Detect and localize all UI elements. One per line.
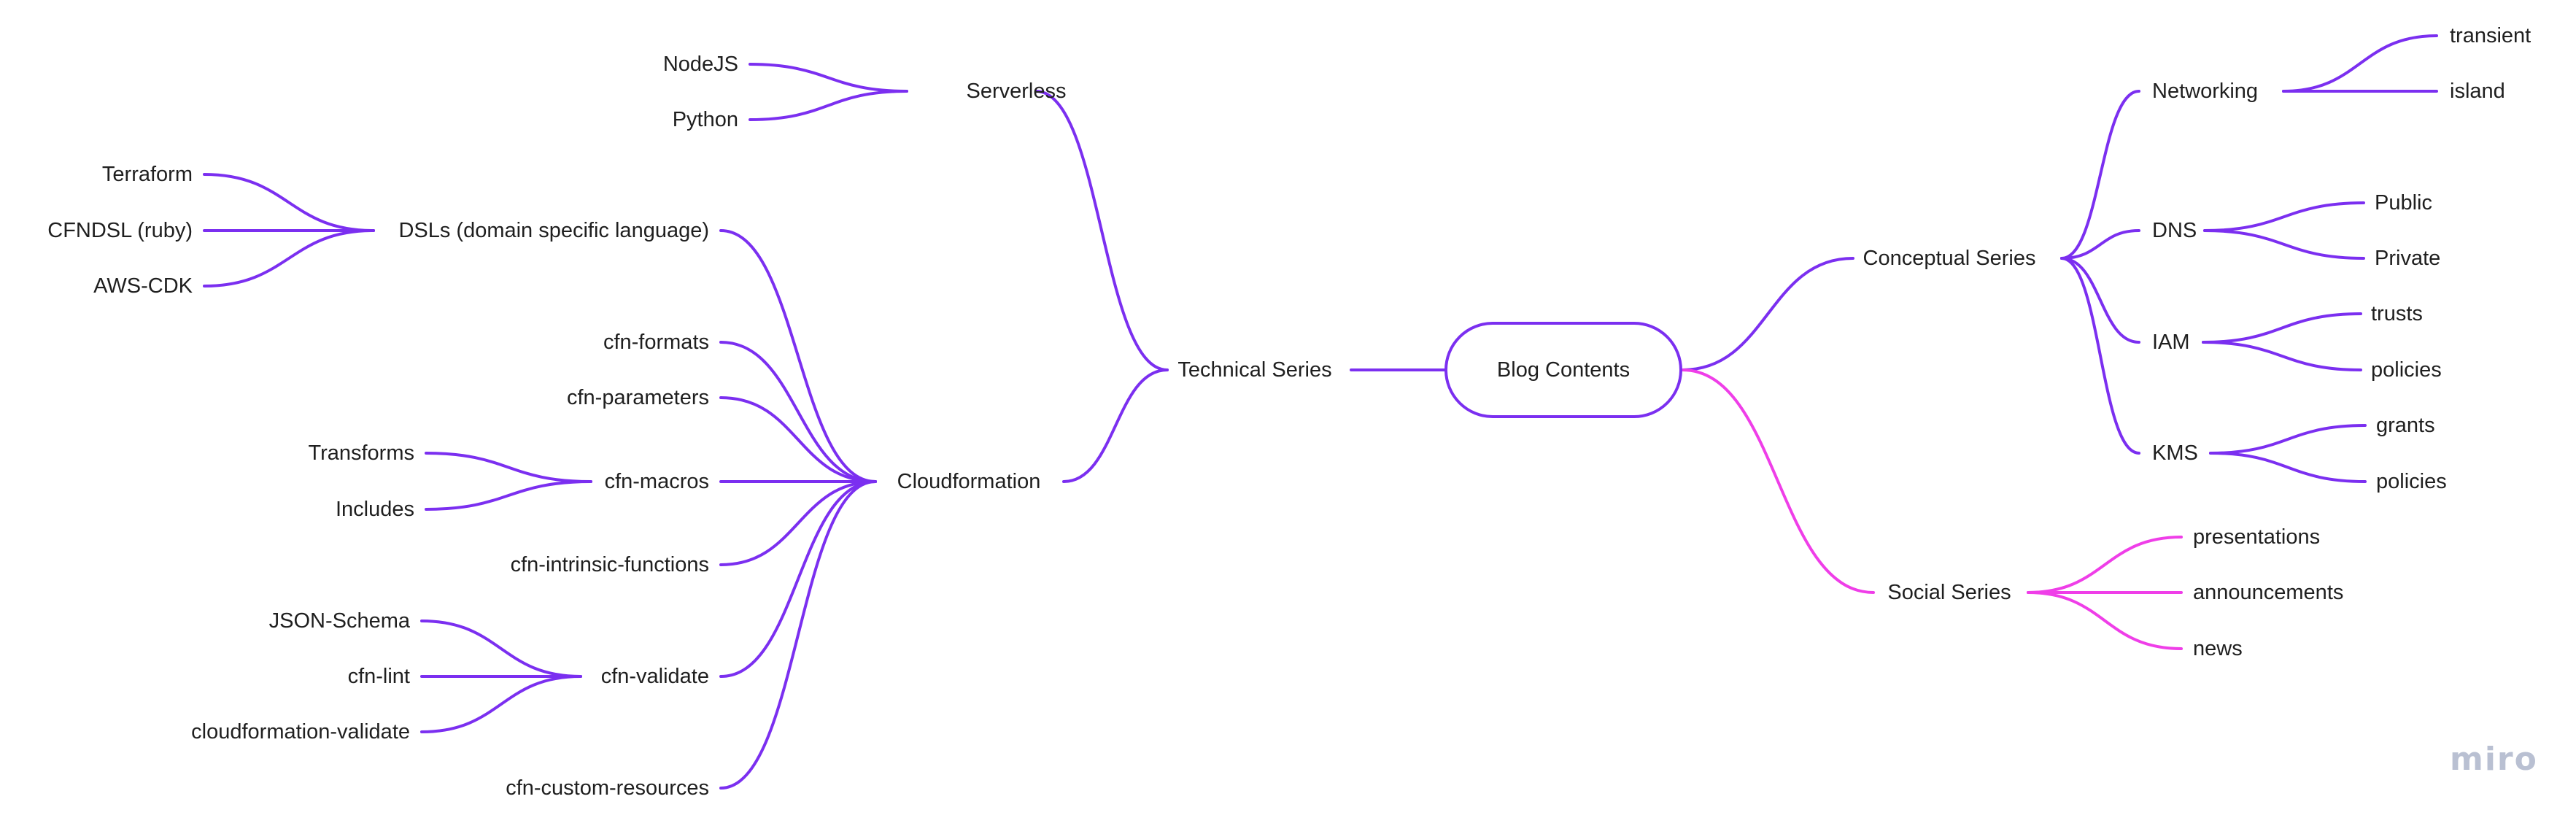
edge-kms-grants	[2209, 424, 2367, 455]
node-grants[interactable]: grants	[2376, 414, 2435, 437]
edge-serverless-python	[749, 90, 908, 121]
edge-social-news	[2027, 591, 2183, 650]
edge-conceptual-networking	[2060, 90, 2140, 260]
node-cfn-parameters[interactable]: cfn-parameters	[566, 386, 709, 409]
edge-dsls-awscdk	[203, 229, 375, 287]
node-cfn-custom-resources[interactable]: cfn-custom-resources	[506, 776, 709, 800]
node-cloudformation[interactable]: Cloudformation	[897, 470, 1041, 493]
edge-technical-serverless	[1034, 90, 1169, 371]
node-news[interactable]: news	[2193, 637, 2243, 660]
node-serverless[interactable]: Serverless	[966, 80, 1067, 103]
node-announcements[interactable]: announcements	[2193, 581, 2344, 604]
edge-conceptual-iam	[2060, 257, 2140, 344]
edge-cfn-parameters	[719, 396, 877, 483]
node-transient[interactable]: transient	[2450, 24, 2531, 47]
edge-validate-cfvalidate	[420, 675, 582, 733]
edge-root-conceptual	[1681, 257, 1854, 371]
edge-dsls-terraform	[203, 173, 375, 232]
node-social-series[interactable]: Social Series	[1887, 581, 2011, 604]
edge-technical-cloudformation	[1062, 368, 1169, 483]
node-networking[interactable]: Networking	[2152, 80, 2259, 103]
node-dns[interactable]: DNS	[2152, 219, 2197, 242]
node-public[interactable]: Public	[2375, 191, 2432, 215]
node-nodejs[interactable]: NodeJS	[662, 53, 738, 76]
edge-serverless-nodejs	[749, 63, 908, 93]
node-private[interactable]: Private	[2375, 247, 2441, 270]
edge-social-presentations	[2027, 536, 2183, 594]
node-iam-policies[interactable]: policies	[2371, 358, 2442, 382]
node-terraform[interactable]: Terraform	[101, 163, 193, 186]
node-cfn-macros[interactable]: cfn-macros	[604, 470, 709, 493]
edge-validate-jsonschema	[420, 620, 582, 678]
edge-kms-policies	[2209, 452, 2367, 483]
node-transforms[interactable]: Transforms	[308, 441, 414, 465]
node-cfn-validate[interactable]: cfn-validate	[600, 665, 709, 688]
edge-cfn-formats	[719, 341, 877, 483]
node-cfn-intrinsic-functions[interactable]: cfn-intrinsic-functions	[510, 553, 709, 576]
node-cfn-formats[interactable]: cfn-formats	[603, 331, 709, 354]
node-kms-policies[interactable]: policies	[2376, 470, 2447, 493]
node-conceptual-series[interactable]: Conceptual Series	[1863, 247, 2036, 270]
edge-cfn-custom	[719, 480, 877, 790]
edge-dns-private	[2203, 229, 2365, 260]
node-cloudformation-validate[interactable]: cloudformation-validate	[191, 720, 410, 744]
edge-root-social	[1681, 368, 1875, 594]
edge-iam-trusts	[2202, 312, 2362, 344]
node-aws-cdk[interactable]: AWS-CDK	[93, 274, 193, 298]
root-node[interactable]	[1444, 322, 1682, 418]
miro-logo: miro	[2450, 741, 2538, 778]
edge-dns-public	[2203, 201, 2365, 232]
edge-macros-includes	[425, 480, 592, 511]
edge-conceptual-kms	[2060, 257, 2140, 455]
node-python[interactable]: Python	[672, 108, 738, 131]
node-kms[interactable]: KMS	[2152, 441, 2198, 465]
node-presentations[interactable]: presentations	[2193, 525, 2321, 549]
node-iam[interactable]: IAM	[2152, 331, 2190, 354]
edge-networking-transient	[2282, 34, 2438, 93]
edge-cfn-intrinsic	[719, 480, 877, 566]
node-cfn-lint[interactable]: cfn-lint	[347, 665, 410, 688]
node-includes[interactable]: Includes	[335, 498, 414, 521]
edge-cfn-validate	[719, 480, 877, 678]
node-technical-series[interactable]: Technical Series	[1177, 358, 1332, 382]
root-node-label: Blog Contents	[1496, 358, 1631, 382]
edge-cfn-dsls	[719, 229, 877, 483]
node-dsls[interactable]: DSLs (domain specific language)	[398, 219, 709, 242]
node-cfndsl[interactable]: CFNDSL (ruby)	[47, 219, 193, 242]
node-json-schema[interactable]: JSON-Schema	[268, 609, 410, 633]
edge-conceptual-dns	[2060, 229, 2140, 260]
node-island[interactable]: island	[2450, 80, 2505, 103]
node-trusts[interactable]: trusts	[2371, 302, 2423, 325]
edge-iam-policies	[2202, 341, 2362, 371]
edge-macros-transforms	[425, 452, 592, 483]
